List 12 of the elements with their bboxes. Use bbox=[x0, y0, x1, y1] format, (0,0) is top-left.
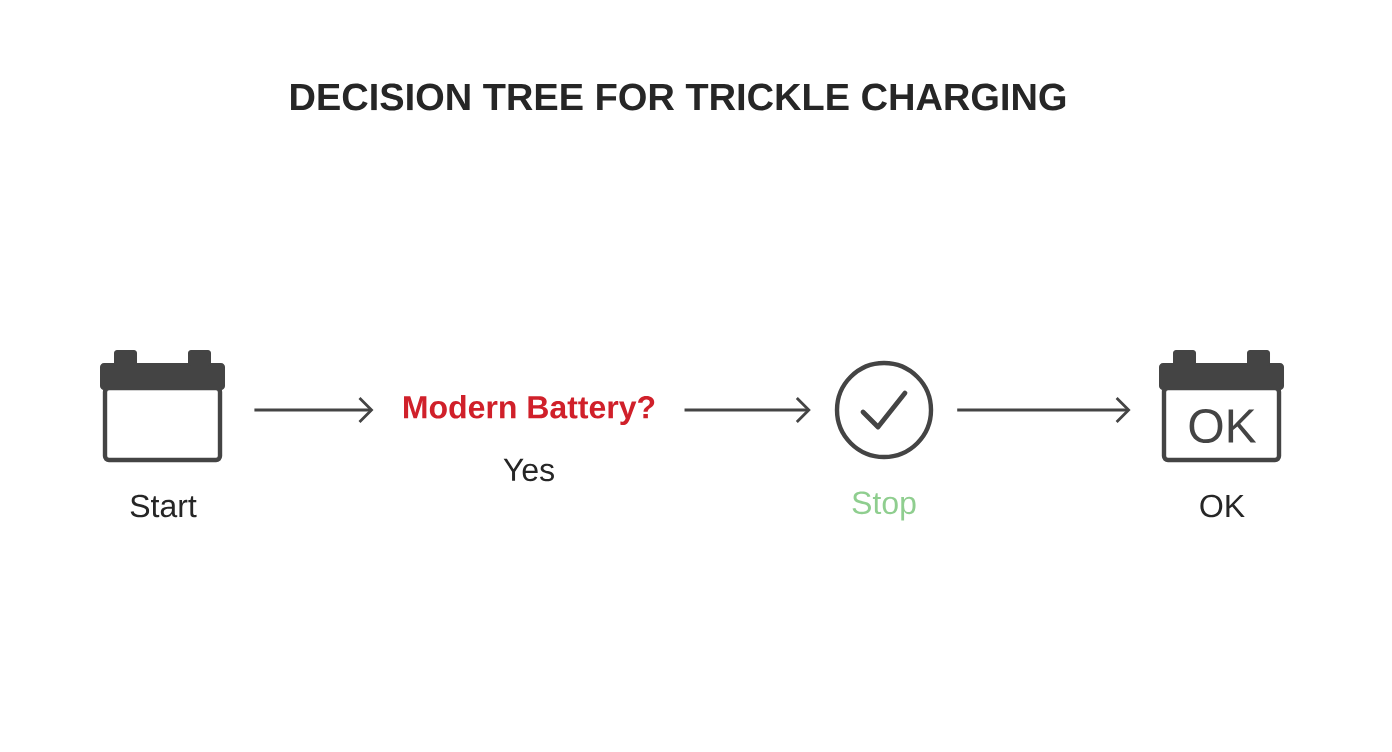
arrow bbox=[254, 397, 374, 423]
title: DECISION TREE FOR TRICKLE CHARGING bbox=[291, 83, 1066, 111]
battery-drawing bbox=[100, 350, 225, 463]
battery-drawing: OK bbox=[1159, 350, 1284, 463]
node-caption: OK bbox=[1200, 494, 1245, 518]
node-caption: Yes bbox=[503, 458, 554, 482]
node-caption: Stop bbox=[852, 491, 916, 521]
node-caption: Start bbox=[130, 494, 197, 518]
decision-label: Modern Battery? bbox=[404, 395, 655, 425]
arrow bbox=[684, 397, 811, 423]
check-circle bbox=[834, 360, 934, 460]
arrow bbox=[957, 397, 1131, 423]
